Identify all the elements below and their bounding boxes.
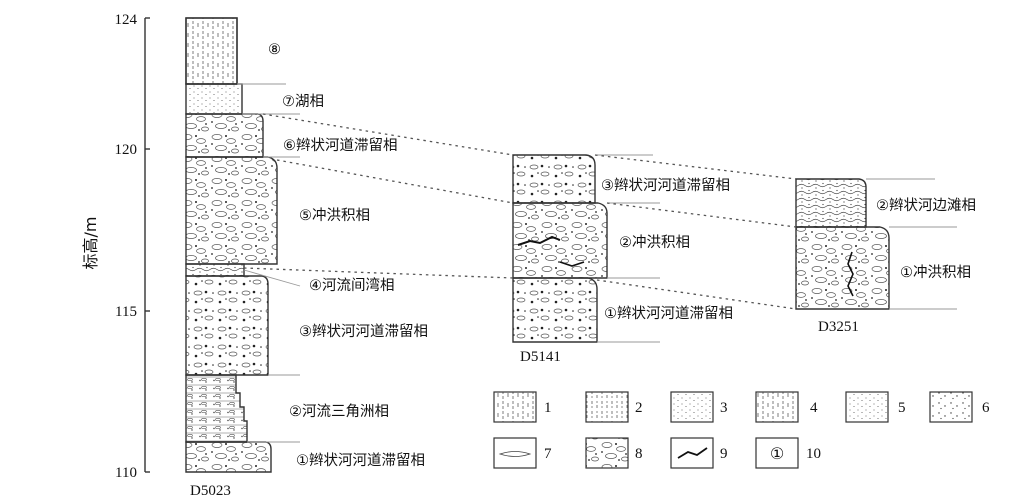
legend-label-10: 10 (806, 446, 821, 462)
legend-swatch-5 (845, 391, 889, 423)
d5141-layer-1 (512, 277, 598, 343)
legend-swatch-10 (755, 437, 799, 469)
tick-label-115: 115 (115, 304, 137, 320)
d5023-facies-2: ②河流三角洲相 (289, 403, 389, 420)
d3251-facies-1: ①冲洪积相 (900, 264, 971, 281)
d3251-leader-lines (866, 178, 957, 310)
d5023-facies-5: ⑤冲洪积相 (299, 207, 370, 224)
legend-swatch-8 (585, 437, 629, 469)
legend-label-7: 7 (544, 446, 552, 462)
d5141-facies-3: ③辫状河河道滞留相 (601, 177, 730, 194)
legend-label-5: 5 (898, 400, 906, 416)
d5023-facies-6: ⑥辫状河道滞留相 (283, 137, 398, 154)
d5023-leader-lines (237, 83, 301, 443)
legend-symbol-10: ① (770, 444, 784, 463)
legend: 1 2 3 4 5 6 7 8 9 ① 10 (493, 391, 990, 469)
d3251-well-name: D3251 (818, 319, 859, 335)
d5023-facies-8: ⑧ (268, 42, 281, 58)
legend-label-2: 2 (635, 400, 643, 416)
tick-label-120: 120 (115, 142, 138, 158)
column-d5023 (185, 17, 278, 473)
d5141-facies-labels: ③辫状河河道滞留相 ②冲洪积相 ①辫状河河道滞留相 D5141 (520, 177, 733, 365)
legend-swatch-2 (585, 391, 629, 423)
column-d3251 (795, 178, 890, 310)
column-d5141 (512, 154, 608, 343)
legend-label-4: 4 (810, 400, 818, 416)
correlation-lines (243, 113, 797, 310)
legend-label-9: 9 (720, 446, 728, 462)
d5023-well-name: D5023 (190, 483, 231, 499)
legend-swatch-7 (493, 437, 537, 469)
d5023-layer-6 (185, 113, 264, 158)
d5141-fracture (517, 235, 561, 246)
d5023-facies-7: ⑦湖相 (282, 93, 324, 110)
tick-label-110: 110 (115, 465, 137, 481)
legend-label-6: 6 (982, 400, 990, 416)
d5141-layer-3 (512, 154, 596, 204)
y-axis-title: 标高/m (81, 217, 100, 270)
d3251-facies-2: ②辫状河边滩相 (876, 197, 976, 214)
d3251-layer-2 (795, 178, 867, 228)
d3251-facies-labels: ②辫状河边滩相 ①冲洪积相 D3251 (818, 197, 976, 335)
legend-swatch-3 (670, 391, 714, 423)
tick-label-124: 124 (115, 12, 138, 28)
d5023-facies-labels: ⑧ ⑦湖相 ⑥辫状河道滞留相 ⑤冲洪积相 ④河流间湾相 ③辫状河河道滞留相 ②河… (190, 42, 428, 499)
d5023-layer-5 (185, 156, 278, 265)
d5023-facies-3: ③辫状河河道滞留相 (299, 323, 428, 340)
d5141-layer-2 (512, 202, 608, 279)
d5023-facies-1: ①辫状河河道滞留相 (296, 452, 425, 469)
legend-label-1: 1 (544, 400, 552, 416)
d5141-facies-2: ②冲洪积相 (619, 234, 690, 251)
legend-swatch-1 (493, 391, 537, 423)
legend-swatch-6 (929, 391, 973, 423)
d5141-leader-lines (595, 154, 660, 343)
d5023-layer-2 (185, 374, 248, 443)
d5023-facies-4: ④河流间湾相 (309, 277, 395, 294)
d5141-facies-1: ①辫状河河道滞留相 (604, 305, 733, 322)
legend-swatch-4 (755, 391, 799, 423)
d5023-layer-1 (185, 441, 272, 473)
d3251-fracture (847, 251, 854, 297)
d3251-layer-1 (795, 226, 890, 310)
d5023-layer-7 (185, 83, 243, 115)
d5023-layer-4 (185, 263, 245, 277)
d5023-layer-3 (185, 275, 269, 376)
legend-label-3: 3 (720, 400, 728, 416)
legend-label-8: 8 (635, 446, 643, 462)
elevation-axis: 124 120 115 110 标高/m (81, 12, 150, 481)
d5141-well-name: D5141 (520, 349, 561, 365)
